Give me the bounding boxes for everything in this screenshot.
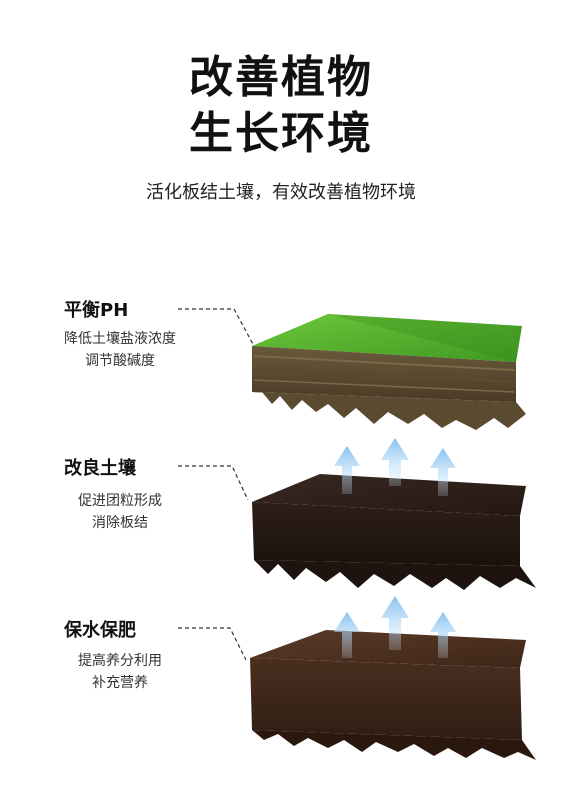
- page-subtitle: 活化板结土壤，有效改善植物环境: [146, 182, 416, 203]
- upward-arrows-lower: [334, 596, 456, 658]
- grass-soil-block: [252, 314, 526, 430]
- feature-desc-line: 促进团粒形成: [78, 493, 162, 509]
- brown-soil-block: [250, 630, 536, 760]
- upward-arrows-upper: [334, 438, 456, 496]
- feature-title-balance-ph: 平衡PH: [64, 300, 129, 321]
- leader-line-1: [178, 308, 255, 347]
- leader-line-3: [178, 627, 247, 661]
- feature-desc-line: 消除板结: [92, 515, 148, 531]
- dark-soil-block: [252, 474, 536, 590]
- arrow-up-icon: [334, 612, 360, 658]
- feature-desc-balance-ph: 降低土壤盐液浓度 调节酸碱度: [40, 328, 200, 372]
- feature-desc-line: 降低土壤盐液浓度: [64, 331, 176, 347]
- arrow-up-icon: [381, 596, 409, 650]
- feature-desc-line: 调节酸碱度: [85, 353, 155, 369]
- feature-title-retain-water: 保水保肥: [64, 620, 136, 641]
- arrow-up-icon: [430, 448, 456, 496]
- arrow-up-icon: [430, 612, 456, 658]
- leader-line-2: [178, 465, 249, 501]
- page-title-line-2: 生长环境: [189, 108, 373, 159]
- page-title-line-1: 改善植物: [189, 52, 373, 103]
- arrow-up-icon: [381, 438, 409, 486]
- feature-desc-improve-soil: 促进团粒形成 消除板结: [40, 490, 200, 534]
- arrow-up-icon: [334, 446, 360, 494]
- feature-title-improve-soil: 改良土壤: [64, 458, 136, 479]
- leader-lines: [178, 308, 255, 661]
- feature-desc-line: 补充营养: [92, 675, 148, 691]
- feature-desc-line: 提高养分利用: [78, 653, 162, 669]
- feature-desc-retain-water: 提高养分利用 补充营养: [40, 650, 200, 694]
